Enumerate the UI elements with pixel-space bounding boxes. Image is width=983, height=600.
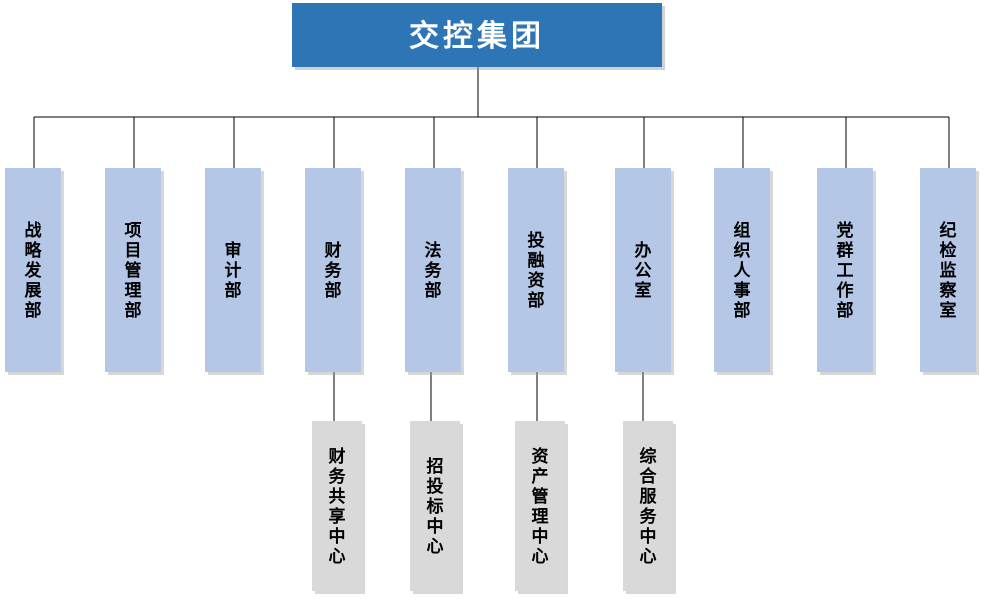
department-label-discipline: 纪检监察室: [939, 220, 958, 321]
department-box-office: [615, 168, 671, 372]
department-box-strategy: [5, 168, 61, 372]
center-box-general-services: [623, 421, 673, 591]
department-box-hr: [714, 168, 770, 372]
department-box-discipline: [920, 168, 976, 372]
department-box-project-mgmt: [105, 168, 161, 372]
department-label-investment: 投融资部: [528, 230, 545, 311]
department-box-investment: [508, 168, 564, 372]
center-label-bidding: 招投标中心: [427, 456, 444, 557]
center-box-finance-shared: [312, 421, 362, 591]
department-label-project-mgmt: 项目管理部: [125, 221, 142, 321]
department-box-audit: [205, 168, 261, 372]
department-label-hr: 组织人事部: [734, 220, 752, 321]
center-label-finance-shared: 财务共享中心: [328, 446, 347, 567]
center-box-asset-mgmt: [515, 421, 565, 591]
connector-lines: [33, 67, 950, 421]
department-label-legal: 法务部: [425, 240, 443, 301]
department-label-party: 党群工作部: [837, 220, 854, 321]
root-box: [292, 3, 662, 67]
center-label-asset-mgmt: 资产管理中心: [532, 446, 549, 567]
department-box-party: [817, 168, 873, 372]
department-label-strategy: 战略发展部: [24, 221, 43, 321]
department-label-audit: 审计部: [225, 240, 242, 301]
department-box-legal: [405, 168, 461, 372]
department-label-finance: 财务部: [324, 240, 343, 301]
root-label: 交控集团: [409, 19, 545, 54]
center-label-general-services: 综合服务中心: [640, 446, 658, 567]
center-box-bidding: [410, 421, 460, 591]
department-label-office: 办公室: [635, 240, 652, 301]
department-box-finance: [305, 168, 361, 372]
